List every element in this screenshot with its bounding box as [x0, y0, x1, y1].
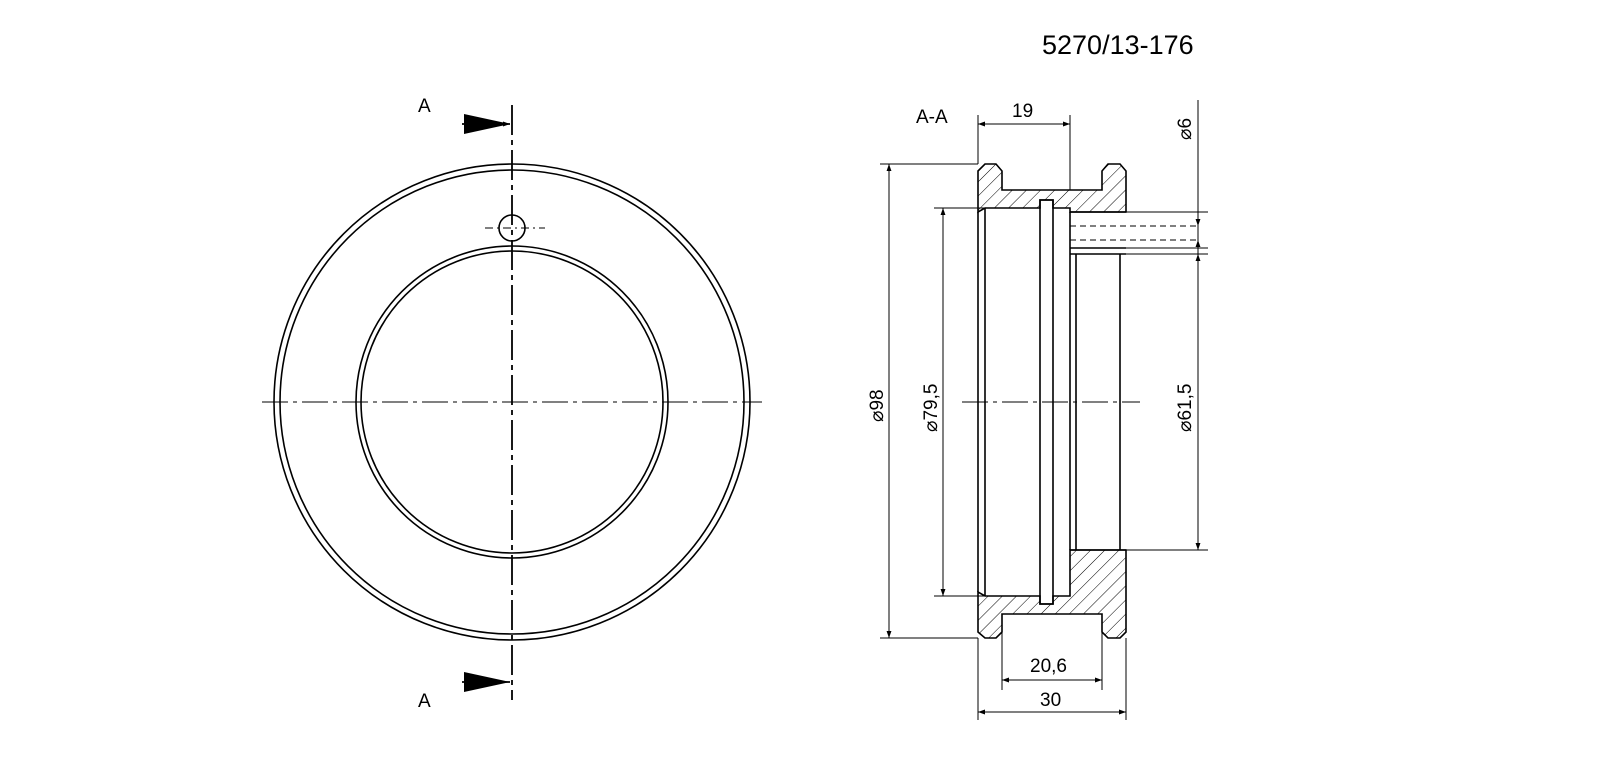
hatched-section-bottom	[977, 549, 1127, 639]
dim-total-width: 30	[1040, 690, 1061, 711]
section-marker-bottom: A	[418, 691, 431, 712]
front-view: A A	[262, 96, 762, 712]
dim-hub-width: 19	[1012, 101, 1033, 122]
section-arrowhead-top	[464, 114, 510, 134]
dim-hole-diameter: ⌀6	[1175, 118, 1196, 140]
hatched-section-top	[977, 163, 1127, 214]
section-marker-top: A	[418, 96, 431, 117]
dim-bore-diameter: ⌀79,5	[921, 384, 942, 432]
dim-outer-diameter: ⌀98	[867, 389, 888, 422]
section-view: A-A 19 ⌀6 ⌀98	[867, 100, 1208, 720]
section-arrowhead-bottom	[464, 672, 510, 692]
section-title: A-A	[916, 107, 948, 128]
dim-inner-diameter: ⌀61,5	[1175, 384, 1196, 432]
dim-groove-width: 20,6	[1030, 656, 1067, 677]
part-number: 5270/13-176	[1042, 30, 1194, 60]
